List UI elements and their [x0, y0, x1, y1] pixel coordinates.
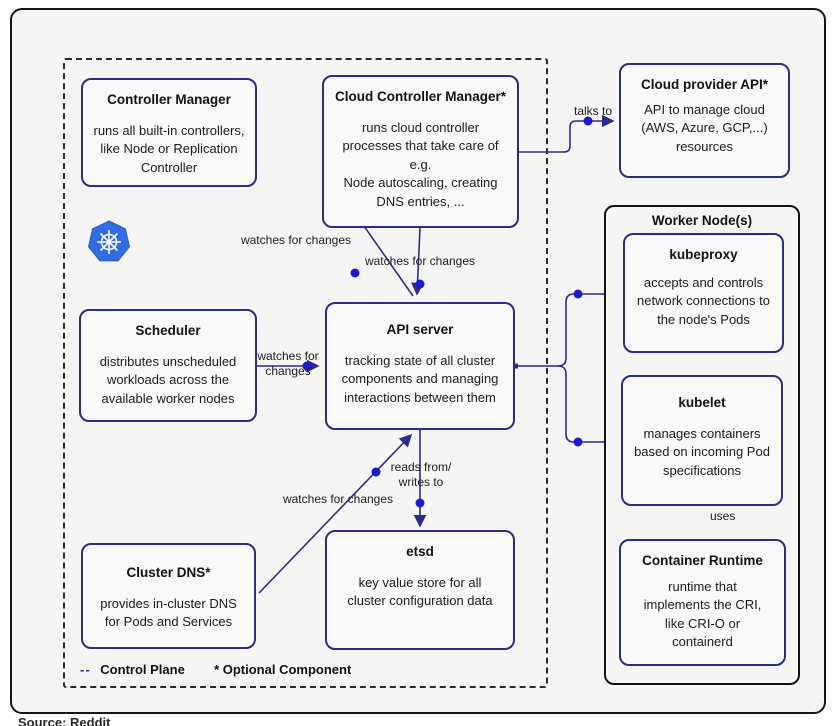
box-container-runtime: Container Runtime runtime that implement…: [619, 539, 786, 666]
box-controller-manager: Controller Manager runs all built-in con…: [81, 78, 257, 187]
edge-label-watches-cm: watches for changes: [240, 233, 352, 247]
kubernetes-logo-icon: [87, 220, 131, 262]
box-title: Cloud provider API*: [640, 77, 768, 92]
legend-control-plane-dashes: --: [80, 662, 91, 677]
control-plane-dashed-boundary: [63, 58, 548, 688]
box-title: Cluster DNS*: [126, 565, 211, 580]
legend: -- Control Plane * Optional Component: [80, 662, 351, 677]
box-body: accepts and controls network connections…: [637, 275, 770, 327]
box-title: API server: [386, 322, 454, 337]
box-kubelet: kubelet manages containers based on inco…: [621, 375, 783, 506]
source-note: Source: Reddit: [18, 715, 111, 726]
worker-node-title: Worker Node(s): [651, 213, 753, 228]
edge-label-uses: uses: [710, 509, 736, 523]
box-cloud-provider-api: Cloud provider API* API to manage cloud …: [619, 63, 790, 178]
box-body: manages containers based on incoming Pod…: [634, 426, 770, 478]
edge-label-watches-scheduler: watches for changes: [257, 349, 319, 378]
box-body: distributes unscheduled workloads across…: [99, 354, 237, 406]
legend-optional-label: * Optional Component: [214, 662, 352, 677]
box-body: API to manage cloud (AWS, Azure, GCP,...…: [641, 102, 768, 154]
legend-control-plane-label: Control Plane: [100, 662, 185, 677]
box-api-server: API server tracking state of all cluster…: [325, 302, 515, 430]
box-title: Container Runtime: [642, 553, 763, 568]
box-title: kubeproxy: [669, 247, 738, 262]
box-body: provides in-cluster DNS for Pods and Ser…: [100, 596, 237, 630]
box-cluster-dns: Cluster DNS* provides in-cluster DNS for…: [81, 543, 256, 649]
edge-label-talks-to: talks to: [573, 104, 612, 118]
box-etsd: etsd key value store for all cluster con…: [325, 530, 515, 650]
box-body: key value store for all cluster configur…: [347, 575, 493, 609]
box-title: Cloud Controller Manager*: [334, 89, 506, 104]
box-kubeproxy: kubeproxy accepts and controls network c…: [623, 233, 784, 353]
box-title: kubelet: [678, 395, 726, 410]
box-body: runs cloud controller processes that tak…: [342, 120, 499, 209]
box-scheduler: Scheduler distributes unscheduled worklo…: [79, 309, 257, 422]
edge-label-reads-writes: reads from/ writes to: [390, 460, 452, 489]
box-body: tracking state of all cluster components…: [341, 353, 499, 405]
box-cloud-controller-manager: Cloud Controller Manager* runs cloud con…: [322, 75, 519, 228]
box-title: etsd: [406, 544, 434, 559]
box-body: runs all built-in controllers, like Node…: [93, 123, 245, 175]
edge-label-watches-dns: watches for changes: [282, 492, 394, 506]
box-title: Scheduler: [135, 323, 201, 338]
edge-label-watches-ccm: watches for changes: [364, 254, 476, 268]
box-body: runtime that implements the CRI, like CR…: [643, 579, 762, 650]
box-title: Controller Manager: [107, 92, 231, 107]
